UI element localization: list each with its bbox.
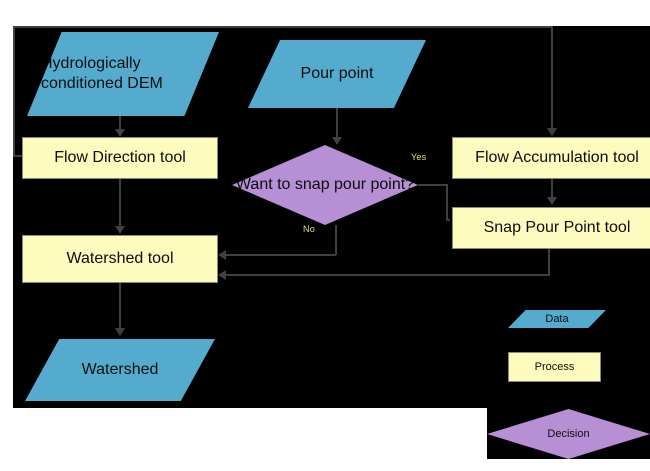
connector-dem-to-flowdir bbox=[119, 116, 121, 131]
arrowhead-no-to-watershed-tool bbox=[218, 250, 226, 260]
arrowhead-flowdir-to-watershed-tool bbox=[115, 226, 125, 234]
branch-label-no: No bbox=[303, 224, 315, 234]
connector-loopback-top bbox=[13, 26, 553, 28]
node-label: Snap Pour Point tool bbox=[483, 219, 631, 236]
arrowhead-flowacc-to-snap bbox=[547, 197, 557, 205]
node-watershed[interactable]: Watershed bbox=[25, 339, 215, 401]
connector-snap-vertical bbox=[548, 249, 550, 275]
legend-item-process: Process bbox=[508, 352, 601, 382]
arrowhead-pourpoint-to-decision bbox=[332, 137, 342, 145]
node-label: Want to snap pour point? bbox=[235, 176, 415, 193]
connector-yes-stub bbox=[446, 219, 450, 221]
node-hydrologically-conditioned-dem[interactable]: Hydrologically conditioned DEM bbox=[27, 32, 219, 116]
node-watershed-tool[interactable]: Watershed tool bbox=[22, 235, 218, 283]
legend-item-data: Data bbox=[508, 310, 606, 328]
legend-label: Data bbox=[545, 313, 569, 325]
node-flow-accumulation-tool[interactable]: Flow Accumulation tool bbox=[452, 137, 650, 179]
node-label: Watershed bbox=[81, 361, 159, 378]
connector-rail-to-flowacc bbox=[551, 26, 553, 129]
connector-loopback-vertical bbox=[13, 26, 15, 156]
connector-no-vertical bbox=[335, 225, 337, 255]
node-label: Flow Accumulation tool bbox=[475, 149, 639, 166]
node-snap-pour-point-tool[interactable]: Snap Pour Point tool bbox=[452, 207, 650, 249]
connector-yes-vertical bbox=[446, 184, 448, 220]
arrowhead-dem-to-flowdir bbox=[115, 129, 125, 137]
connector-no-horizontal bbox=[226, 254, 336, 256]
connector-snap-horizontal bbox=[226, 274, 550, 276]
arrowhead-watershed-tool-to-watershed bbox=[115, 328, 125, 336]
node-label: Pour point bbox=[300, 65, 374, 82]
node-flow-direction-tool[interactable]: Flow Direction tool bbox=[22, 137, 218, 179]
connector-loopback-into-flowdir bbox=[13, 155, 25, 157]
connector-watershed-tool-to-watershed bbox=[119, 283, 121, 329]
connector-flowacc-to-snap bbox=[551, 179, 553, 198]
legend-label: Process bbox=[534, 361, 575, 373]
connector-pourpoint-to-decision bbox=[336, 108, 338, 138]
node-label: Watershed tool bbox=[66, 250, 174, 267]
branch-label-yes: Yes bbox=[411, 152, 427, 162]
arrowhead-snap-to-watershed-tool bbox=[218, 270, 226, 280]
legend-label: Decision bbox=[547, 428, 590, 440]
node-label: Flow Direction tool bbox=[54, 149, 186, 166]
node-label: Hydrologically conditioned DEM bbox=[41, 54, 163, 92]
arrowhead-rail-to-flowacc bbox=[547, 128, 557, 136]
node-pour-point[interactable]: Pour point bbox=[248, 40, 426, 108]
connector-yes-horizontal bbox=[418, 184, 448, 186]
connector-flowdir-to-watershed-tool bbox=[119, 179, 121, 227]
